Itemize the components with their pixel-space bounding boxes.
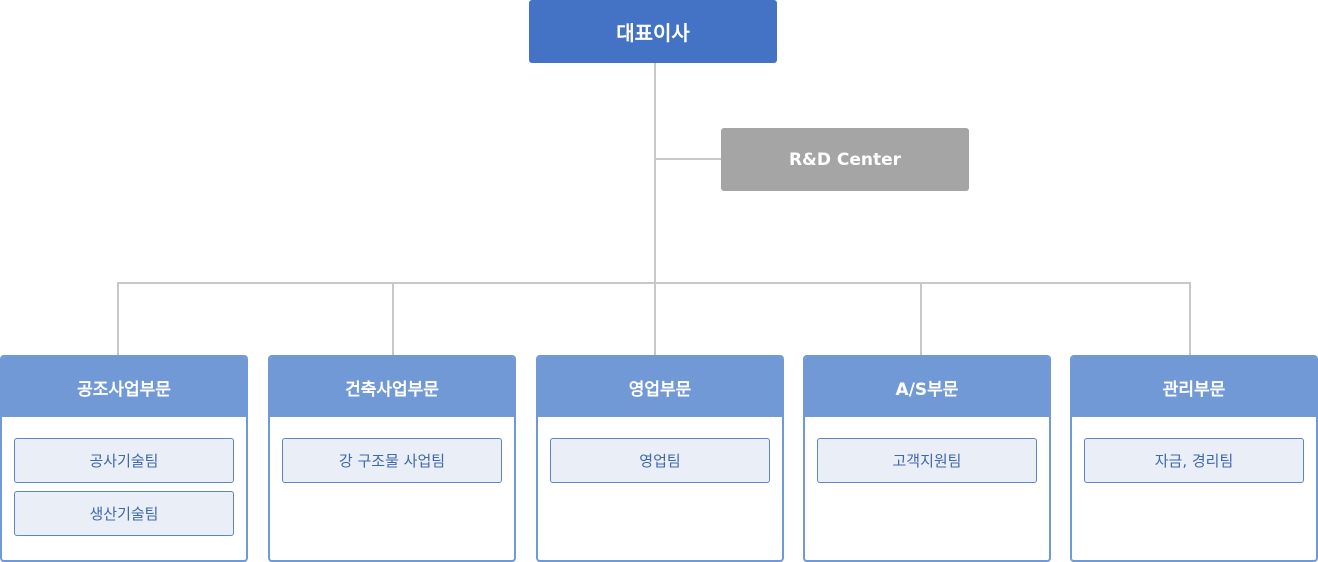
team-box: 생산기술팀 bbox=[14, 491, 234, 536]
department-header: 영업부문 bbox=[538, 357, 782, 417]
team-name: 자금, 경리팀 bbox=[1154, 452, 1234, 470]
department-header: 건축사업부문 bbox=[270, 357, 514, 417]
connector-drop-dept-1 bbox=[117, 282, 119, 355]
connector-rnd-branch bbox=[655, 158, 721, 160]
department-box: 관리부문 자금, 경리팀 bbox=[1070, 355, 1318, 562]
department-name: 영업부문 bbox=[628, 379, 692, 400]
department-name: 관리부문 bbox=[1162, 379, 1226, 400]
connector-horizontal-bus bbox=[117, 282, 1191, 284]
department-name: 공조사업부문 bbox=[77, 379, 171, 400]
department-box: A/S부문 고객지원팀 bbox=[803, 355, 1051, 562]
connector-ceo-trunk bbox=[654, 63, 656, 355]
department-name: A/S부문 bbox=[895, 379, 959, 400]
team-box: 강 구조물 사업팀 bbox=[282, 438, 502, 483]
department-box: 영업부문 영업팀 bbox=[536, 355, 784, 562]
connector-drop-dept-5 bbox=[1189, 282, 1191, 355]
department-box: 공조사업부문 공사기술팀 생산기술팀 bbox=[0, 355, 248, 562]
rnd-center-label: R&D Center bbox=[788, 149, 902, 170]
department-box: 건축사업부문 강 구조물 사업팀 bbox=[268, 355, 516, 562]
team-box: 고객지원팀 bbox=[817, 438, 1037, 483]
team-box: 자금, 경리팀 bbox=[1084, 438, 1304, 483]
department-header: 공조사업부문 bbox=[2, 357, 246, 417]
team-name: 고객지원팀 bbox=[892, 452, 962, 470]
connector-drop-dept-2 bbox=[392, 282, 394, 355]
team-box: 영업팀 bbox=[550, 438, 770, 483]
team-name: 영업팀 bbox=[639, 452, 681, 470]
team-name: 공사기술팀 bbox=[89, 452, 159, 470]
team-box: 공사기술팀 bbox=[14, 438, 234, 483]
team-name: 생산기술팀 bbox=[89, 505, 159, 523]
department-header: A/S부문 bbox=[805, 357, 1049, 417]
connector-drop-dept-4 bbox=[920, 282, 922, 355]
department-name: 건축사업부문 bbox=[345, 379, 439, 400]
ceo-node: 대표이사 bbox=[529, 0, 777, 63]
ceo-label: 대표이사 bbox=[616, 21, 690, 45]
team-name: 강 구조물 사업팀 bbox=[338, 452, 446, 470]
rnd-center-node: R&D Center bbox=[721, 128, 969, 191]
department-header: 관리부문 bbox=[1072, 357, 1316, 417]
